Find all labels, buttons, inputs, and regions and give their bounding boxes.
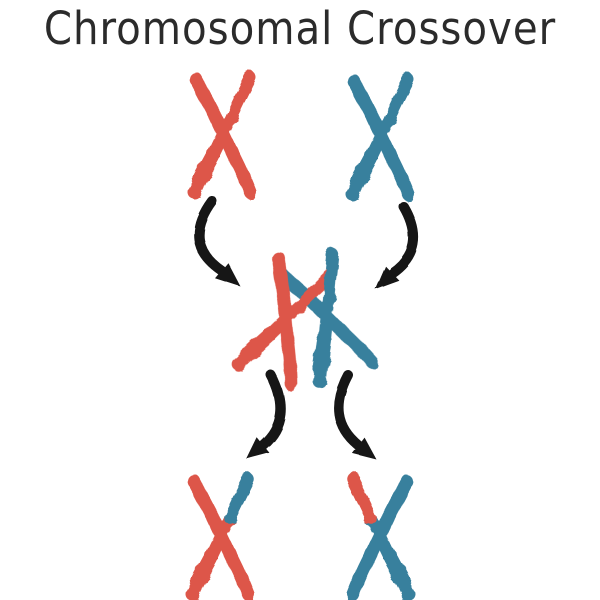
arrowhead-down-left-icon xyxy=(375,265,399,289)
arrowhead-down-right-icon xyxy=(351,437,376,459)
chromatid-stroke-right xyxy=(312,248,340,388)
red-chromosome-tilted xyxy=(231,250,337,390)
arrow-top-left xyxy=(193,196,241,287)
arrowhead-down-right-icon xyxy=(215,263,241,287)
curved-arrow-down-left-icon xyxy=(387,202,419,278)
blue-chromosome-with-red-tip xyxy=(346,473,416,600)
blue-chromatid-overlap xyxy=(312,248,340,388)
red-parent-chromosome xyxy=(187,71,257,199)
red-chromosome-with-blue-tip xyxy=(185,473,255,600)
page-title: Chromosomal Crossover xyxy=(43,2,557,55)
chromatid-stroke-right xyxy=(231,269,337,371)
swapped-tip-segment xyxy=(346,473,378,524)
chromatid-stroke-right xyxy=(187,71,257,199)
blue-parent-chromosome xyxy=(345,73,415,201)
swapped-tip-segment xyxy=(223,473,255,524)
curved-arrow-down-right-icon xyxy=(333,370,363,450)
curved-arrow-down-right-icon xyxy=(193,196,227,276)
curved-arrow-down-left-icon xyxy=(258,370,286,450)
arrow-bottom-right xyxy=(333,370,376,459)
chromatid-stroke-right xyxy=(345,73,415,201)
arrow-top-right xyxy=(375,202,419,289)
arrowhead-down-left-icon xyxy=(246,437,270,459)
arrow-bottom-left xyxy=(246,370,286,459)
